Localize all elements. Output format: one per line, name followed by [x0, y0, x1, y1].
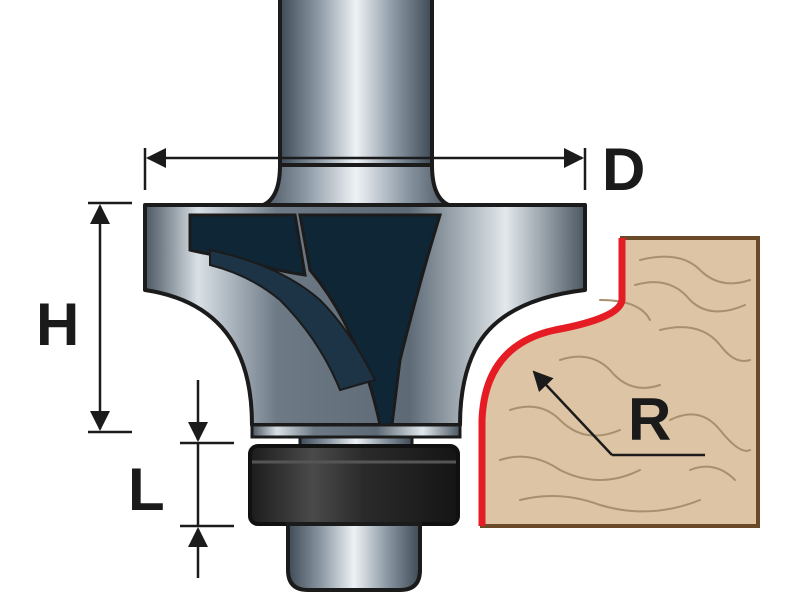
dimension-h — [88, 201, 132, 434]
label-h: H — [36, 291, 79, 358]
guide-bearing — [248, 444, 460, 526]
radius-indicator — [532, 370, 705, 457]
carbide-blade-inner — [209, 248, 377, 392]
wood-grain — [499, 255, 751, 513]
label-d: D — [602, 136, 645, 203]
label-l: L — [128, 456, 165, 523]
rounded-profile-edge — [478, 238, 626, 526]
dimension-d — [143, 148, 587, 190]
pilot-shaft — [286, 522, 422, 592]
collar — [250, 423, 462, 439]
dimension-l — [180, 380, 234, 578]
label-r: R — [628, 386, 671, 453]
shank-flare — [254, 163, 458, 209]
